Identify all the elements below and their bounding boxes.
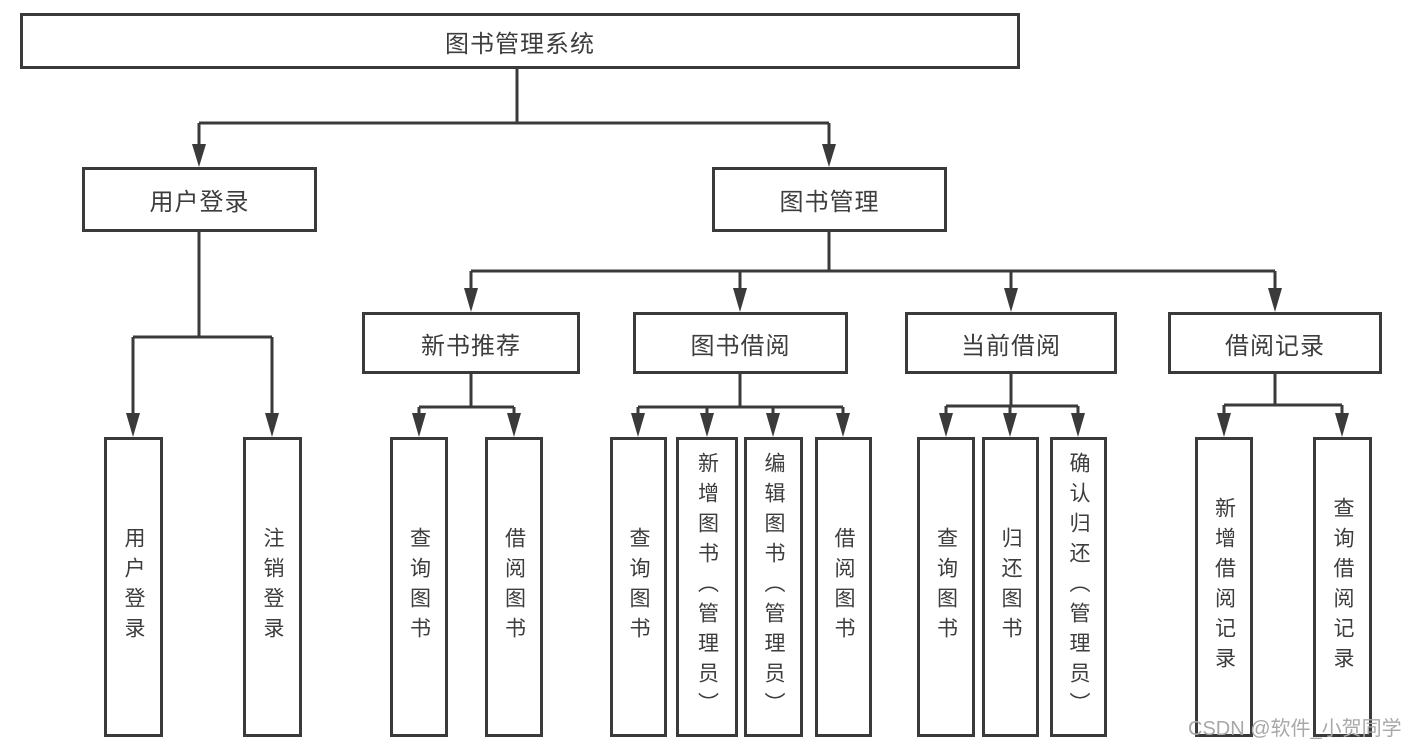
node-label: 图书管理 bbox=[779, 189, 880, 216]
leaf-query-borrow-record: 查询借阅记录 bbox=[1313, 437, 1372, 737]
leaf-label: 注销登录 bbox=[261, 527, 284, 647]
node-label: 用户登录 bbox=[149, 189, 250, 216]
leaf-query-books-recommend: 查询图书 bbox=[390, 437, 448, 737]
leaf-label: 借阅图书 bbox=[502, 527, 526, 647]
leaf-label: 查询图书 bbox=[934, 527, 958, 647]
leaf-label: 新增图书（管理员） bbox=[695, 452, 719, 722]
node-label: 图书管理系统 bbox=[445, 30, 595, 58]
leaf-label: 确认归还（管理员） bbox=[1067, 452, 1090, 722]
node-label: 当前借阅 bbox=[961, 332, 1061, 360]
node-new-book-recommend: 新书推荐 bbox=[362, 312, 580, 374]
leaf-logout: 注销登录 bbox=[243, 437, 302, 737]
leaf-user-login: 用户登录 bbox=[104, 437, 163, 737]
leaf-label: 用户登录 bbox=[122, 527, 145, 647]
node-label: 图书借阅 bbox=[690, 332, 791, 360]
leaf-query-books-current: 查询图书 bbox=[917, 437, 975, 737]
node-label: 借阅记录 bbox=[1225, 332, 1325, 360]
leaf-borrow-books-recommend: 借阅图书 bbox=[485, 437, 543, 737]
leaf-add-borrow-record: 新增借阅记录 bbox=[1195, 437, 1253, 737]
leaf-label: 新增借阅记录 bbox=[1212, 497, 1236, 677]
node-label: 新书推荐 bbox=[421, 332, 521, 360]
leaf-edit-books-admin: 编辑图书（管理员） bbox=[744, 437, 803, 737]
leaf-add-books-admin: 新增图书（管理员） bbox=[676, 437, 738, 737]
leaf-borrow-books: 借阅图书 bbox=[815, 437, 872, 737]
leaf-label: 查询图书 bbox=[627, 527, 650, 647]
node-current-borrowing: 当前借阅 bbox=[905, 312, 1117, 374]
node-borrowing-records: 借阅记录 bbox=[1168, 312, 1382, 374]
leaf-label: 借阅图书 bbox=[832, 527, 855, 647]
node-book-management: 图书管理 bbox=[712, 167, 947, 232]
node-user-login: 用户登录 bbox=[82, 167, 317, 232]
node-system-root: 图书管理系统 bbox=[20, 13, 1020, 69]
leaf-label: 归还图书 bbox=[999, 527, 1022, 647]
leaf-query-books-borrowing: 查询图书 bbox=[610, 437, 667, 737]
leaf-label: 编辑图书（管理员） bbox=[762, 452, 785, 722]
arrowheads bbox=[126, 144, 1349, 437]
leaf-label: 查询图书 bbox=[407, 527, 431, 647]
leaf-return-books: 归还图书 bbox=[982, 437, 1039, 737]
leaf-label: 查询借阅记录 bbox=[1331, 497, 1354, 677]
leaf-confirm-return-admin: 确认归还（管理员） bbox=[1050, 437, 1107, 737]
node-book-borrowing: 图书借阅 bbox=[633, 312, 848, 374]
csdn-watermark: CSDN @软件_小贺同学 bbox=[1188, 718, 1402, 740]
